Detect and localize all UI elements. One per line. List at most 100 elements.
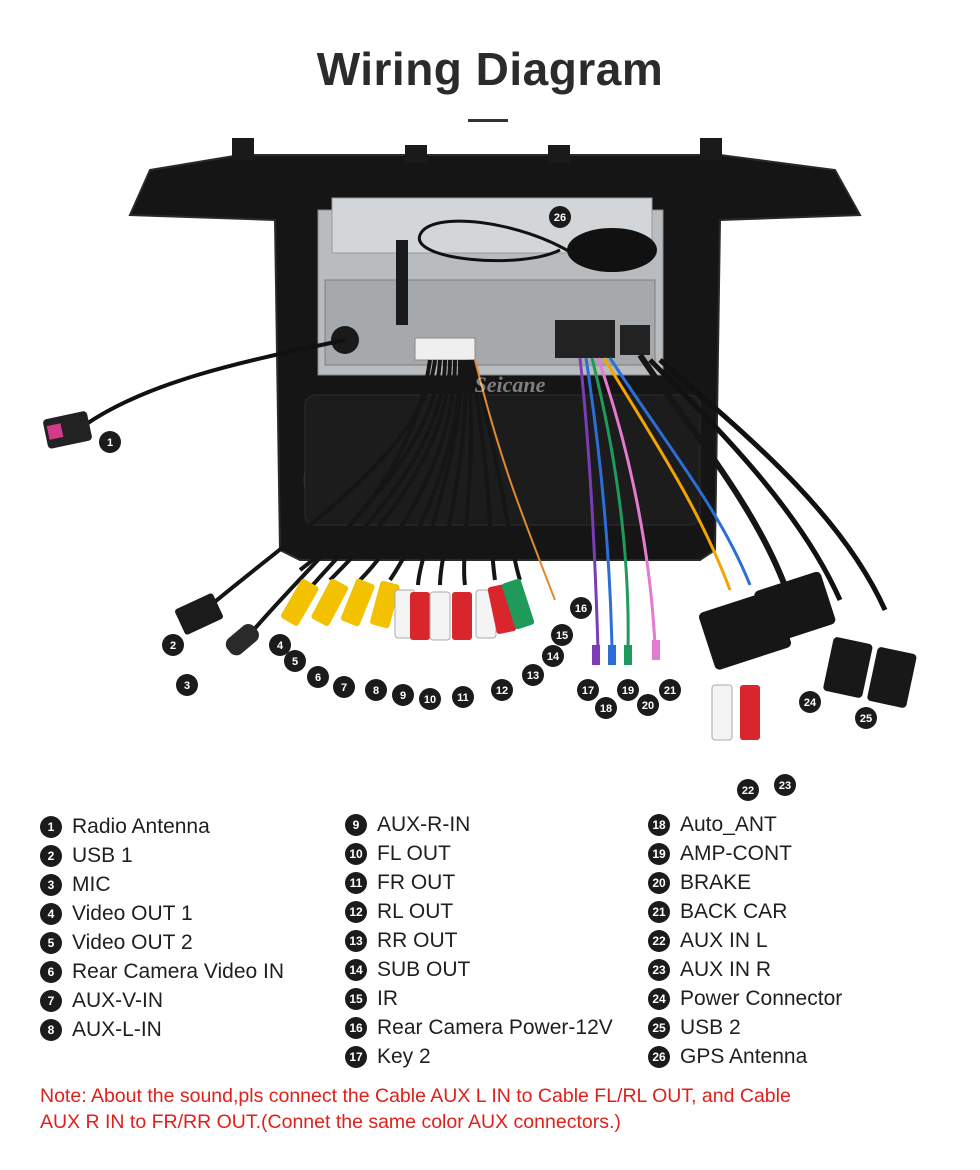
legend-label: AUX-R-IN [377,812,471,836]
callout-text: 16 [575,603,587,615]
radio-antenna-connector [43,411,92,449]
callout-text: 25 [860,713,872,725]
legend-badge: 12 [345,900,367,923]
callout-text: 10 [424,694,436,706]
callout-text: 20 [642,700,654,712]
legend-label: GPS Antenna [680,1044,808,1068]
callout-text: 21 [664,685,676,697]
callout-marker: 12 [491,679,513,701]
legend-badge: 6 [40,960,62,983]
callout-marker: 4 [269,634,291,656]
page-title: Wiring Diagram [316,43,664,95]
bezel-mounting-tab [232,138,254,160]
legend-badge: 11 [345,871,367,894]
legend-label: AMP-CONT [680,841,792,865]
rca-plug-green [501,578,535,630]
bezel-mounting-tab [700,138,722,160]
wire-tip [652,640,660,660]
callout-text: 18 [600,703,612,715]
legend-label: AUX-L-IN [72,1017,162,1041]
gps-antenna-puck [567,228,657,272]
legend-label: Video OUT 1 [72,901,193,925]
rca-socket-block [414,337,476,361]
callout-text: 4 [277,640,284,652]
legend-label: Key 2 [377,1044,431,1068]
legend-badge: 15 [345,987,367,1010]
legend-label: SUB OUT [377,957,471,981]
callout-marker: 21 [659,679,681,701]
legend-item: 4 Video OUT 1 [40,899,284,928]
legend-badge: 4 [40,902,62,925]
legend-label: Rear Camera Video IN [72,959,285,983]
callout-text: 19 [622,685,634,697]
rca-plug-yellow [370,580,400,629]
callout-marker: 22 [737,779,759,801]
legend-badge: 13 [345,929,367,952]
callout-marker: 16 [570,597,592,619]
legend-label: MIC [72,872,111,896]
power-cable [637,353,793,601]
legend-label: FL OUT [377,841,451,865]
callout-marker: 7 [333,676,355,698]
legend-item: 13 RR OUT [345,926,613,955]
legend-item: 26 GPS Antenna [648,1042,842,1071]
callout-text: 7 [341,682,347,694]
aux-in-r-plug [740,685,760,740]
legend-label: IR [377,986,398,1010]
wire-tip [608,645,616,665]
callout-text: 14 [547,651,560,663]
callout-text: 11 [457,692,469,704]
legend-item: 17 Key 2 [345,1042,613,1071]
legend-label: RR OUT [377,928,458,952]
wire-tip [624,645,632,665]
legend-badge: 20 [648,871,670,894]
legend-badge: 17 [345,1045,367,1068]
callout-text: 2 [170,640,176,652]
usb2-cable [648,358,843,602]
callout-text: 3 [184,680,190,692]
cable-bundle [203,359,522,642]
legend-badge: 21 [648,900,670,923]
callout-text: 13 [527,670,539,682]
legend-item: 10 FL OUT [345,839,613,868]
legend-label: USB 1 [72,843,133,867]
watermark: Seicane [475,372,546,397]
legend-badge: 5 [40,931,62,954]
mic-connector [225,624,259,656]
callout-text: 22 [742,785,754,797]
legend-badge: 16 [345,1016,367,1039]
title-divider [468,119,508,122]
callout-text: 6 [315,672,321,684]
wire-tip [592,645,600,665]
loose-wires [578,357,752,651]
callout-marker: 3 [176,674,198,696]
legend-label: Rear Camera Power-12V [377,1015,613,1039]
callout-marker: 19 [617,679,639,701]
legend-badge: 23 [648,958,670,981]
legend-label: Video OUT 2 [72,930,193,954]
power-connector [754,571,836,644]
legend-badge: 10 [345,842,367,865]
legend-badge: 1 [40,815,62,838]
callout-marker: 1 [99,431,121,453]
callout-text: 1 [107,437,113,449]
rca-plugs [280,578,535,641]
callout-text: 24 [804,697,817,709]
legend-badge: 26 [648,1045,670,1068]
callout-text: 17 [582,685,594,697]
callout-marker: 5 [284,650,306,672]
callout-marker: 10 [419,688,441,710]
rca-plug-red [410,592,430,640]
